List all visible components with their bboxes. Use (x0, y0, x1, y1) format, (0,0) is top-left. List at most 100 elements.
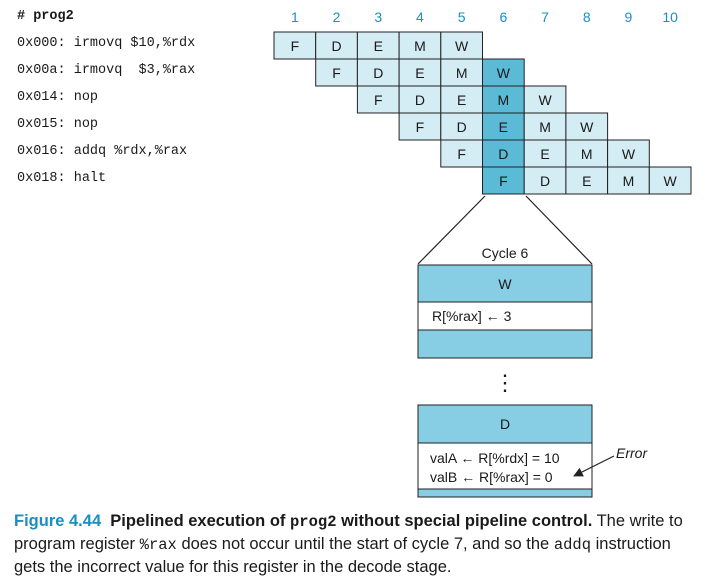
caption-text: instruction gets the incorrect value for… (14, 535, 671, 576)
figure-caption: Figure 4.44 Pipelined execution of prog2… (14, 510, 704, 578)
code-line: 0x015: nop (17, 117, 98, 132)
pipeline-cell (565, 112, 609, 141)
pipeline-cell (440, 85, 483, 114)
code-instruction: nop (73, 117, 99, 132)
code-address: 0x014: (17, 90, 66, 105)
caption-text: does not occur until the start of cycle … (176, 535, 554, 553)
code-line: 0x016: addq %rdx,%rax (17, 144, 187, 159)
pipeline-cell (398, 58, 442, 87)
stage-label: W (664, 173, 678, 189)
w-stage-footer (417, 329, 593, 359)
pipeline-cell (482, 139, 525, 168)
pipeline-cell (440, 31, 483, 60)
cycle-number: 10 (662, 9, 678, 25)
code-address: 0x015: (17, 117, 66, 132)
pipeline-cell (440, 58, 483, 87)
w-stage-block: W R[%rax] ← 3 (417, 264, 593, 359)
pipeline-cell (648, 166, 692, 195)
stage-label: F (291, 38, 300, 54)
stage-label: W (580, 119, 594, 135)
figure-title-text: without special pipeline control. (336, 512, 593, 530)
w-stage-label: W (498, 276, 512, 292)
ellipsis: ⋮ (494, 370, 516, 395)
cycle-number: 9 (625, 9, 633, 25)
w-stage-row (417, 301, 593, 331)
stage-label: M (623, 173, 635, 189)
stage-label: D (373, 65, 383, 81)
d-stage-label: D (500, 416, 510, 432)
cycle-number: 2 (333, 9, 341, 25)
code-address: 0x000: (17, 36, 66, 51)
pipeline-cell (607, 139, 650, 168)
code-line: 0x000: irmovq $10,%rdx (17, 36, 195, 51)
pipeline-cell (356, 31, 400, 60)
stage-label: M (539, 119, 551, 135)
cycle-number: 4 (416, 9, 424, 25)
stage-label: D (457, 119, 467, 135)
stage-label: W (622, 146, 636, 162)
stage-label: D (498, 146, 508, 162)
stage-label: E (415, 65, 424, 81)
code-line: 0x014: nop (17, 90, 98, 105)
stage-label: E (374, 38, 383, 54)
figure-title-text: Pipelined execution of (110, 512, 290, 530)
stage-label: D (415, 92, 425, 108)
pipeline-cell (523, 139, 567, 168)
zoom-line-right (525, 195, 593, 265)
pipeline-cell (482, 166, 525, 195)
stage-label: F (499, 173, 508, 189)
d-stage-footer (417, 488, 593, 498)
cycle-number: 6 (499, 9, 507, 25)
w-stage-header (417, 264, 593, 303)
error-arrow (573, 455, 615, 477)
d-stage-vala: valA ← R[%rdx] = 10 (430, 450, 560, 466)
pipeline-cell (565, 139, 609, 168)
stage-label: F (332, 65, 341, 81)
pipeline-cell (398, 31, 442, 60)
pipeline-cell (356, 85, 400, 114)
code-line: 0x00a: irmovq $3,%rax (17, 63, 195, 78)
stage-label: M (581, 146, 593, 162)
cycle-number: 5 (458, 9, 466, 25)
pipeline-cell (482, 112, 525, 141)
code-instruction: halt (73, 171, 107, 186)
error-label: Error (616, 445, 648, 461)
zoom-line-left (417, 195, 486, 265)
code-line: 0x018: halt (17, 171, 106, 186)
figure-title-code: prog2 (290, 513, 337, 531)
pipeline-cell (565, 166, 609, 195)
stage-label: E (540, 146, 549, 162)
stage-label: M (414, 38, 426, 54)
code-instruction: addq %rdx,%rax (73, 144, 188, 159)
d-stage-valb: valB ← R[%rax] = 0 (430, 469, 553, 485)
stage-label: W (497, 65, 511, 81)
code-address: 0x018: (17, 171, 66, 186)
stage-label: F (416, 119, 425, 135)
cycle-label: Cycle 6 (482, 245, 529, 261)
code-instruction: nop (73, 90, 99, 105)
caption-code: addq (553, 536, 592, 554)
stage-label: M (456, 65, 468, 81)
stage-label: D (540, 173, 550, 189)
caption-code: %rax (139, 536, 177, 554)
stage-label: E (582, 173, 591, 189)
pipeline-cell (607, 166, 650, 195)
cycle-number: 1 (291, 9, 299, 25)
caption-text: The write to program register (14, 512, 683, 553)
cycle-number: 7 (541, 9, 549, 25)
pipeline-cell (356, 58, 400, 87)
figure-label: Figure 4.44 (14, 512, 102, 530)
pipeline-cell (398, 85, 442, 114)
pipeline-cell (440, 139, 483, 168)
cycle-number: 3 (374, 9, 382, 25)
code-address: 0x016: (17, 144, 66, 159)
cycle-number: 8 (583, 9, 591, 25)
stage-label: F (374, 92, 383, 108)
cycle-numbers: 1 2 3 4 5 6 7 8 9 10 (291, 9, 678, 25)
program-title: # prog2 (17, 9, 74, 24)
stage-label: E (499, 119, 508, 135)
stage-label: M (498, 92, 510, 108)
stage-label: W (538, 92, 552, 108)
code-instruction: irmovq $3,%rax (73, 63, 196, 78)
